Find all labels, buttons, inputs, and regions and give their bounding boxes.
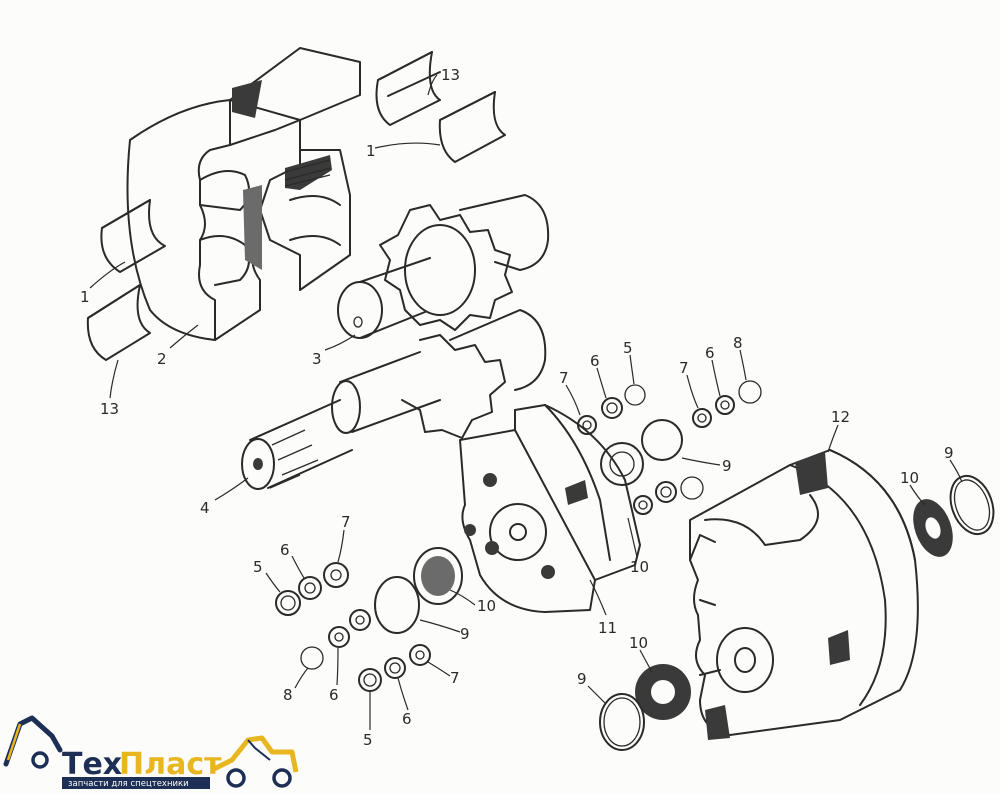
callout-7-a: 7 xyxy=(559,369,569,387)
pump-housing-body xyxy=(126,47,361,341)
callout-4: 4 xyxy=(200,499,210,517)
callout-3: 3 xyxy=(312,350,322,368)
loader-icon xyxy=(210,735,299,788)
callout-6-d: 6 xyxy=(329,686,339,704)
callout-labels: 13 1 1 13 2 3 4 7 6 5 7 6 8 9 12 10 9 10… xyxy=(80,66,954,749)
callout-9-c: 9 xyxy=(460,625,470,643)
callout-12: 12 xyxy=(831,408,850,426)
callout-10-d: 10 xyxy=(629,634,648,652)
logo-tagline-bar xyxy=(62,777,210,789)
callout-7-c: 7 xyxy=(341,513,351,531)
brand-logo: Тех Пласт запчасти для спецтехники xyxy=(3,715,299,789)
callout-10-b: 10 xyxy=(630,558,649,576)
callout-9-d: 9 xyxy=(577,670,587,688)
callout-13-left: 13 xyxy=(100,400,119,418)
callout-10-a: 10 xyxy=(900,469,919,487)
logo-brand-part2: Пласт xyxy=(119,747,222,782)
callout-7-b: 7 xyxy=(679,359,689,377)
driven-gear-shaft xyxy=(337,194,550,339)
callout-leaders xyxy=(89,74,963,731)
callout-10-c: 10 xyxy=(477,597,496,615)
seal-rings xyxy=(275,380,995,751)
callout-7-d: 7 xyxy=(450,669,460,687)
logo-brand-part1: Тех xyxy=(62,747,122,782)
callout-6-b: 6 xyxy=(705,344,715,362)
callout-1-left: 1 xyxy=(80,288,90,306)
pump-cover-housing xyxy=(689,449,919,740)
callout-6-c: 6 xyxy=(280,541,290,559)
bushing-half-shells xyxy=(86,51,506,361)
callout-9-a: 9 xyxy=(722,457,732,475)
thrust-plates xyxy=(459,404,641,613)
callout-8-a: 8 xyxy=(733,334,743,352)
callout-5-c: 5 xyxy=(363,731,373,749)
callout-5-a: 5 xyxy=(623,339,633,357)
callout-6-a: 6 xyxy=(590,352,600,370)
callout-11: 11 xyxy=(598,619,617,637)
callout-13-upper: 13 xyxy=(441,66,460,84)
callout-2: 2 xyxy=(157,350,167,368)
excavator-icon xyxy=(3,715,63,769)
callout-1-upper: 1 xyxy=(366,142,376,160)
callout-9-b: 9 xyxy=(944,444,954,462)
callout-6-e: 6 xyxy=(402,710,412,728)
callout-5-b: 5 xyxy=(253,558,263,576)
logo-tagline: запчасти для спецтехники xyxy=(68,779,189,789)
callout-8-b: 8 xyxy=(283,686,293,704)
drive-gear-shaft xyxy=(241,309,547,490)
